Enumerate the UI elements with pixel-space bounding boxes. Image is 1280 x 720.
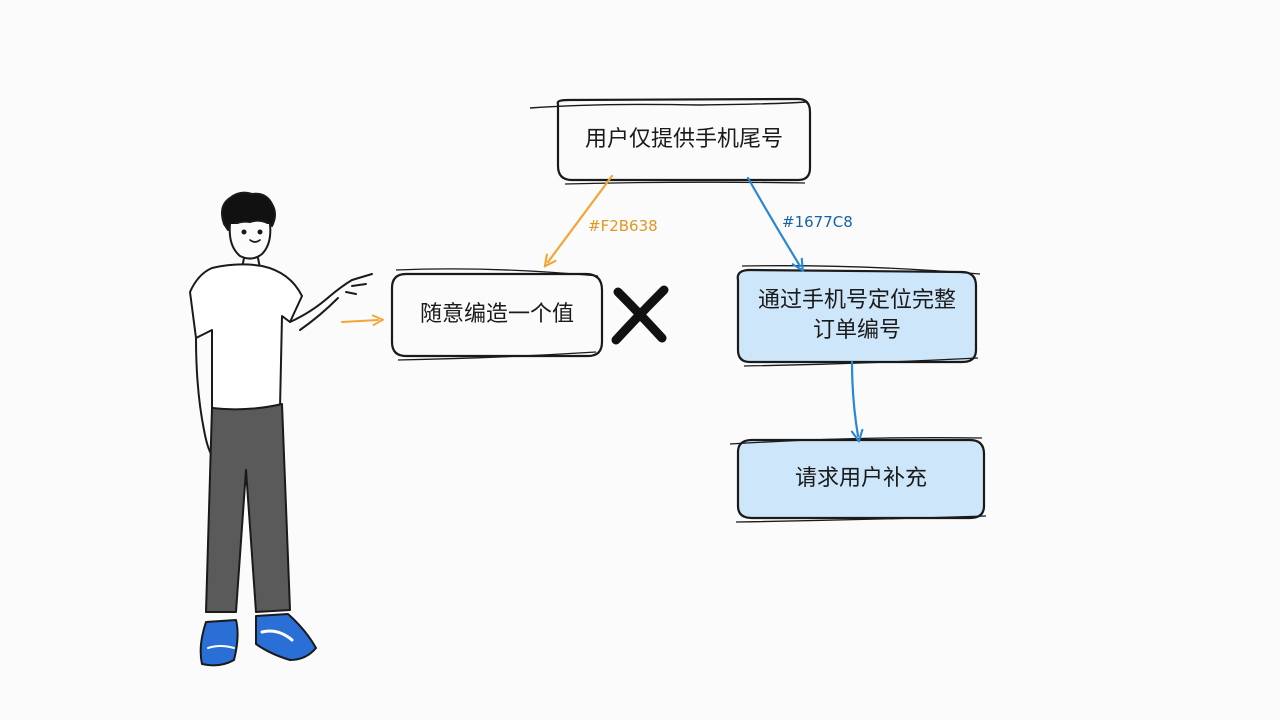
- node-wrong-box: [390, 268, 604, 361]
- edge-locate-to-request: [852, 360, 858, 436]
- node-top-label: 用户仅提供手机尾号: [584, 127, 783, 152]
- person-pointing-illustration: [189, 191, 373, 667]
- node-locate-box: [736, 265, 981, 367]
- edge-top-to-wrong: [548, 174, 614, 262]
- edge-pointer-to-wrong: [341, 320, 378, 322]
- node-request-label: 请求用户补充: [794, 466, 927, 491]
- node-locate-label: 通过手机号定位完整 订单编号: [757, 288, 956, 343]
- edge-right-label: #1677C8: [782, 213, 853, 231]
- edge-top-to-locate: [746, 176, 800, 266]
- node-wrong-label: 随意编造一个值: [419, 302, 574, 327]
- x-mark-icon: [611, 285, 669, 345]
- node-top-box: [529, 97, 812, 185]
- edge-wrong-label: #F2B638: [588, 217, 658, 235]
